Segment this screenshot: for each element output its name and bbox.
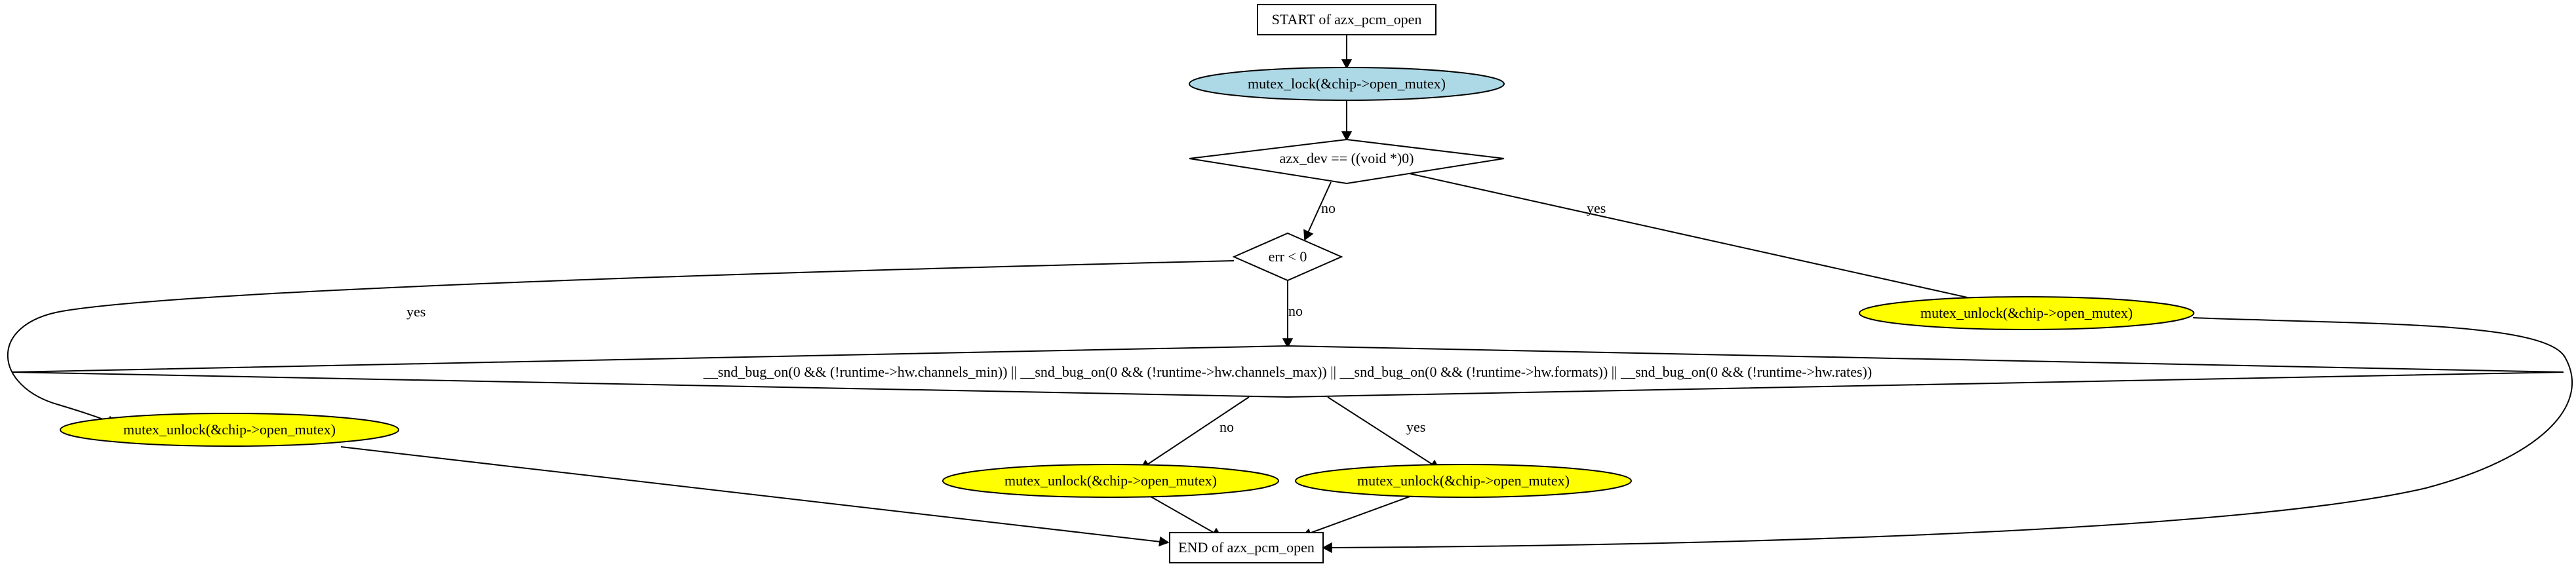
- node-cond-err: err < 0: [1232, 232, 1343, 282]
- edge-azx-dev-to-err: [1307, 181, 1332, 233]
- node-unlock-yes-label: mutex_unlock(&chip->open_mutex): [1357, 472, 1570, 489]
- arrowhead: [1341, 59, 1353, 69]
- edges: [7, 35, 2573, 554]
- node-cond-err-label: err < 0: [1269, 248, 1307, 265]
- arrowhead: [1159, 536, 1170, 547]
- edge-snd-bug-to-unlock-yes: [1327, 396, 1433, 465]
- edge-snd-bug-to-unlock-no: [1147, 396, 1250, 465]
- arrowhead: [1282, 338, 1294, 349]
- node-unlock-err: mutex_unlock(&chip->open_mutex): [60, 413, 399, 447]
- node-start-label: START of azx_pcm_open: [1272, 11, 1422, 28]
- edge-label-azx-dev-yes: yes: [1587, 200, 1606, 216]
- edge-label-err-no: no: [1288, 303, 1303, 319]
- node-cond-azx-dev: azx_dev == ((void *)0): [1189, 138, 1505, 185]
- node-unlock-azx-dev-label: mutex_unlock(&chip->open_mutex): [1920, 305, 2133, 321]
- edge-err-to-unlock-err: [7, 260, 1235, 422]
- node-unlock-no-label: mutex_unlock(&chip->open_mutex): [1004, 472, 1217, 489]
- edge-unlock-yes-to-end: [1309, 496, 1410, 534]
- node-cond-azx-dev-label: azx_dev == ((void *)0): [1279, 150, 1414, 166]
- edge-unlock-no-to-end: [1150, 496, 1216, 534]
- node-unlock-err-label: mutex_unlock(&chip->open_mutex): [123, 421, 336, 438]
- node-lock: mutex_lock(&chip->open_mutex): [1189, 67, 1505, 101]
- edge-label-azx-dev-no: no: [1321, 200, 1336, 216]
- edge-labels: no yes yes no no yes: [406, 200, 1606, 435]
- arrowhead: [1322, 542, 1332, 554]
- node-lock-label: mutex_lock(&chip->open_mutex): [1248, 75, 1446, 92]
- node-start: START of azx_pcm_open: [1257, 4, 1437, 35]
- node-cond-snd-bug: __snd_bug_on(0 && (!runtime->hw.channels…: [11, 345, 2564, 398]
- node-end: END of azx_pcm_open: [1169, 532, 1324, 563]
- arrowhead: [1341, 131, 1353, 142]
- edge-label-snd-bug-no: no: [1219, 419, 1234, 435]
- arrowhead: [1303, 229, 1314, 241]
- edge-unlock-err-to-end: [340, 446, 1161, 542]
- node-cond-snd-bug-label: __snd_bug_on(0 && (!runtime->hw.channels…: [703, 364, 1872, 380]
- node-end-label: END of azx_pcm_open: [1178, 539, 1315, 556]
- node-unlock-yes: mutex_unlock(&chip->open_mutex): [1295, 464, 1632, 498]
- edge-label-err-yes: yes: [406, 303, 426, 320]
- node-unlock-no: mutex_unlock(&chip->open_mutex): [942, 464, 1279, 498]
- edge-label-snd-bug-yes: yes: [1406, 419, 1425, 435]
- node-unlock-azx-dev: mutex_unlock(&chip->open_mutex): [1859, 296, 2194, 330]
- edge-azx-dev-to-unlock-yes: [1409, 173, 2000, 305]
- edge-unlock-azx-dev-to-end: [1330, 317, 2573, 548]
